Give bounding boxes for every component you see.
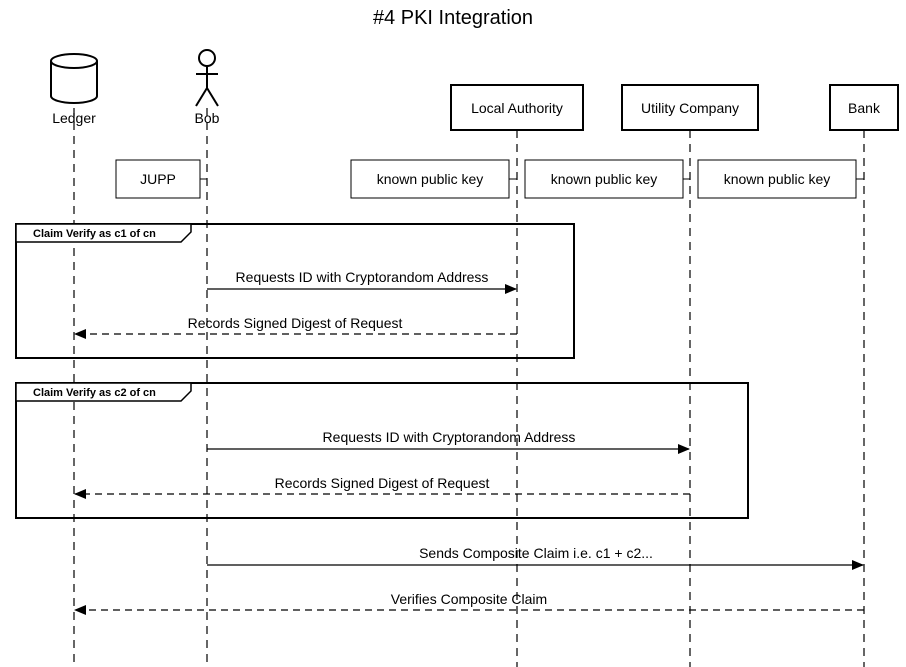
actor-icon [195, 49, 219, 107]
diagram-title: #4 PKI Integration [373, 7, 533, 29]
local-authority-key-note: known public key [350, 159, 517, 199]
frame-c2: Claim Verify as c2 of cn [15, 382, 749, 519]
message-c1-request: Requests ID with Cryptorandom Address [207, 269, 517, 294]
frame-c1-label: Claim Verify as c1 of cn [33, 228, 156, 240]
message-c2-request-label: Requests ID with Cryptorandom Address [323, 429, 576, 445]
bob-participant: Bob [195, 49, 220, 126]
bank-label: Bank [848, 100, 881, 116]
message-c1-record-label: Records Signed Digest of Request [188, 315, 403, 331]
message-verify-claim: Verifies Composite Claim [74, 591, 864, 615]
bank-key-label: known public key [724, 171, 831, 187]
frame-c2-label: Claim Verify as c2 of cn [33, 387, 156, 399]
frame-c1: Claim Verify as c1 of cn [15, 223, 575, 359]
message-composite-claim-label: Sends Composite Claim i.e. c1 + c2... [419, 545, 653, 561]
message-c2-record-label: Records Signed Digest of Request [275, 475, 490, 491]
utility-company-participant: Utility Company [621, 84, 759, 131]
local-authority-key-label: known public key [377, 171, 484, 187]
message-c1-request-label: Requests ID with Cryptorandom Address [236, 269, 489, 285]
message-verify-claim-label: Verifies Composite Claim [391, 591, 547, 607]
message-c1-record: Records Signed Digest of Request [74, 315, 517, 339]
ledger-participant: Ledger [50, 53, 98, 126]
database-icon [50, 53, 98, 104]
ledger-label: Ledger [52, 110, 96, 126]
message-c2-record: Records Signed Digest of Request [74, 475, 690, 499]
message-composite-claim: Sends Composite Claim i.e. c1 + c2... [207, 545, 864, 570]
utility-company-key-note: known public key [524, 159, 690, 199]
utility-company-label: Utility Company [641, 100, 739, 116]
jupp-note: JUPP [115, 159, 207, 199]
local-authority-label: Local Authority [471, 100, 563, 116]
bank-key-note: known public key [697, 159, 864, 199]
local-authority-participant: Local Authority [450, 84, 584, 131]
utility-company-key-label: known public key [551, 171, 658, 187]
jupp-note-label: JUPP [140, 171, 176, 187]
bob-label: Bob [195, 110, 220, 126]
bank-participant: Bank [829, 84, 899, 131]
message-c2-request: Requests ID with Cryptorandom Address [207, 429, 690, 454]
